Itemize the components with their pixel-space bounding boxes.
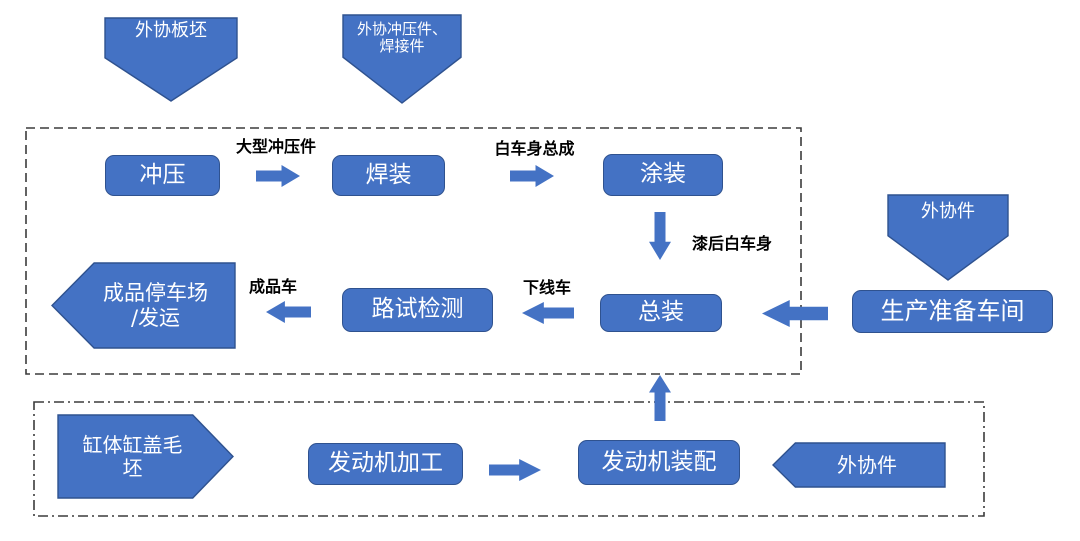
up-arrow-icon — [649, 375, 671, 421]
left-arrow-shape — [266, 301, 311, 323]
pentagon-down-glyph — [888, 195, 1008, 280]
pentagon-down-shape — [105, 18, 237, 101]
cylinder-blank-line2: 坯 — [122, 455, 143, 480]
pentagon-left-glyph — [773, 443, 945, 487]
pentagon-down-glyph — [343, 15, 461, 103]
large-stampings-label: 大型冲压件 — [235, 137, 316, 156]
outsourced-slab-label: 外协板坯 — [135, 20, 207, 42]
final-assembly-box: 总装 — [600, 294, 722, 332]
pentagon-left-shape — [52, 263, 235, 348]
finished-lot-pentagon: 成品停车场 /发运 — [52, 263, 235, 348]
finished-car-label: 成品车 — [248, 277, 297, 296]
arrow-prep-to-assembly — [762, 300, 828, 327]
pentagon-right-glyph — [58, 415, 233, 498]
vehicle-plant-boundary — [25, 127, 802, 375]
cylinder-blank-line1: 缸体缸盖毛 — [82, 432, 183, 457]
engine-assembly-box: 发动机装配 — [578, 440, 740, 485]
pentagon-down-shape — [888, 195, 1008, 280]
left-arrow-icon — [762, 300, 828, 327]
arrow-machining-to-engine-assembly — [489, 459, 541, 481]
pentagon-down-glyph — [105, 18, 237, 101]
body-in-white-label: 白车身总成 — [494, 139, 575, 158]
engine-plant-boundary-rect — [33, 401, 985, 517]
outsourced-parts-top-label: 外协件 — [921, 200, 975, 222]
offline-car-label: 下线车 — [522, 278, 571, 297]
right-arrow-icon — [510, 165, 554, 187]
vehicle-plant-boundary-rect — [25, 127, 802, 375]
road-test-box: 路试检测 — [342, 288, 493, 332]
outsourced-slab-pentagon: 外协板坯 — [105, 18, 237, 101]
stamping-box: 冲压 — [105, 155, 220, 196]
left-arrow-icon — [266, 301, 311, 323]
pentagon-down-shape — [343, 15, 461, 103]
finished-lot-line1: 成品停车场 — [103, 281, 208, 306]
arrow-painting-to-assembly — [649, 212, 671, 260]
outsourced-stamping-line2: 焊接件 — [379, 36, 425, 55]
arrow-assembly-to-roadtest — [522, 302, 574, 324]
arrow-welding-to-painting — [510, 165, 554, 187]
outsourced-parts-bottom-pentagon: 外协件 — [773, 443, 945, 487]
arrow-engine-to-final-assembly — [649, 375, 671, 421]
down-arrow-icon — [649, 212, 671, 260]
arrow-roadtest-to-lot — [266, 301, 311, 323]
outsourced-parts-top-pentagon: 外协件 — [888, 195, 1008, 280]
right-arrow-icon — [489, 459, 541, 481]
pentagon-right-shape — [58, 415, 233, 498]
right-arrow-shape — [510, 165, 554, 187]
painting-box: 涂装 — [603, 154, 723, 196]
engine-machining-box: 发动机加工 — [308, 443, 463, 485]
down-arrow-shape — [649, 212, 671, 260]
left-arrow-icon — [522, 302, 574, 324]
outsourced-parts-bottom-label: 外协件 — [837, 452, 897, 477]
pentagon-left-shape — [773, 443, 945, 487]
cylinder-blank-pentagon: 缸体缸盖毛 坯 — [58, 415, 233, 498]
pentagon-left-glyph — [52, 263, 235, 348]
up-arrow-shape — [649, 375, 671, 421]
outsourced-stamping-pentagon: 外协冲压件、 焊接件 — [343, 15, 461, 103]
finished-lot-label: 成品停车场 /发运 — [79, 281, 208, 329]
right-arrow-icon — [256, 165, 300, 187]
painted-body-label: 漆后白车身 — [692, 234, 773, 253]
engine-plant-boundary — [33, 401, 985, 517]
right-arrow-shape — [256, 165, 300, 187]
right-arrow-shape — [489, 459, 541, 481]
cylinder-blank-label: 缸体缸盖毛 坯 — [82, 432, 209, 480]
left-arrow-shape — [762, 300, 828, 327]
finished-lot-line2: /发运 — [130, 305, 181, 330]
arrow-stamping-to-welding — [256, 165, 300, 187]
prep-workshop-box: 生产准备车间 — [852, 290, 1053, 333]
outsourced-stamping-label: 外协冲压件、 焊接件 — [356, 19, 447, 98]
left-arrow-shape — [522, 302, 574, 324]
welding-box: 焊装 — [332, 155, 445, 196]
outsourced-stamping-line1: 外协冲压件、 — [356, 19, 447, 38]
